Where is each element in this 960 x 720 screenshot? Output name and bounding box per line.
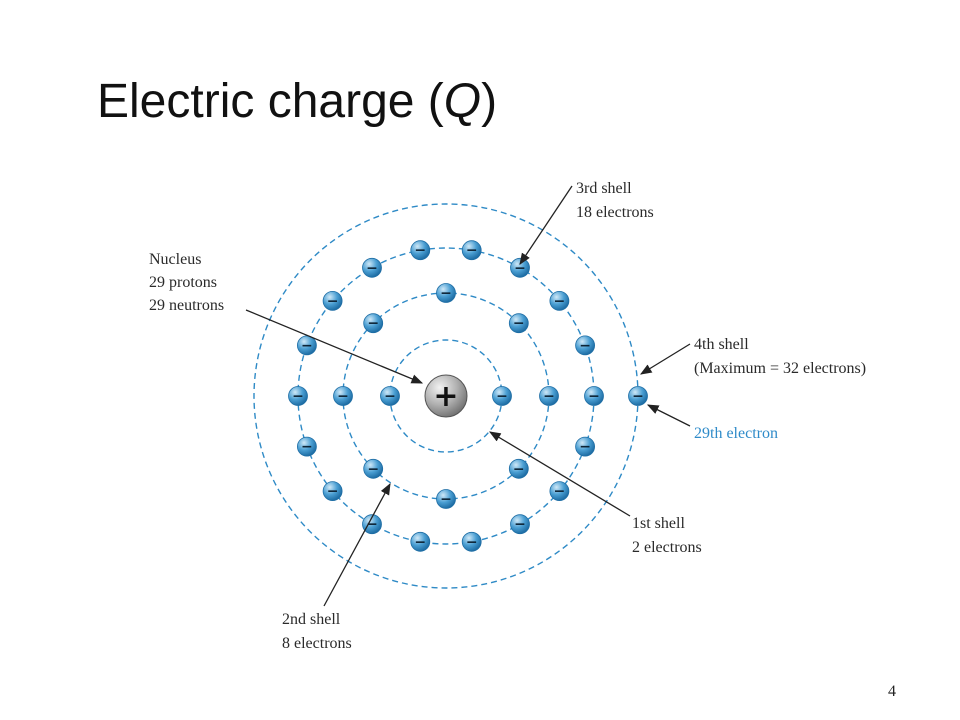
arrow-shell3 xyxy=(519,185,573,265)
svg-text:−: − xyxy=(327,293,339,309)
electron: − xyxy=(436,489,456,509)
title-close: ) xyxy=(481,75,498,128)
electron: − xyxy=(575,436,595,457)
svg-text:−: − xyxy=(588,389,600,405)
label-shell4-line1: 4th shell xyxy=(694,336,749,353)
electron: − xyxy=(362,514,382,535)
electron: − xyxy=(333,386,353,406)
svg-text:−: − xyxy=(367,316,379,332)
svg-text:−: − xyxy=(632,389,644,405)
label-nucleus-line1: Nucleus xyxy=(149,251,201,268)
electron: − xyxy=(575,335,595,356)
label-nucleus-line3: 29 neutrons xyxy=(149,297,224,314)
electron: − xyxy=(549,481,570,502)
title-symbol: Q xyxy=(443,75,482,128)
svg-text:−: − xyxy=(554,484,566,500)
label-29th-electron: 29th electron xyxy=(694,425,778,442)
electron: − xyxy=(288,386,308,406)
label-shell3: 3rd shell 18 electrons xyxy=(576,180,654,221)
electron: − xyxy=(322,290,343,311)
electron: − xyxy=(628,386,648,406)
electron: − xyxy=(410,531,431,552)
svg-text:−: − xyxy=(579,338,591,354)
label-shell4: 4th shell (Maximum = 32 electrons) xyxy=(694,336,866,377)
electron: − xyxy=(322,481,343,502)
arrow-shell2 xyxy=(323,482,391,607)
arrow-29th-electron xyxy=(646,404,691,427)
nucleus: + xyxy=(424,374,468,418)
label-shell1: 1st shell 2 electrons xyxy=(632,515,702,556)
label-shell3-line1: 3rd shell xyxy=(576,180,632,197)
nucleus-plus-sign: + xyxy=(433,379,458,414)
label-29th-electron-text: 29th electron xyxy=(694,425,778,442)
electrons: − − − − − − − − − − − − − − − − − − − − − − − − − − − − − xyxy=(288,240,648,552)
arrow-shell4 xyxy=(640,343,691,375)
svg-text:−: − xyxy=(579,439,591,455)
label-shell2: 2nd shell 8 electrons xyxy=(282,611,352,652)
svg-text:−: − xyxy=(367,461,379,477)
svg-text:−: − xyxy=(301,338,313,354)
svg-text:−: − xyxy=(496,389,508,405)
electron: − xyxy=(410,240,431,261)
svg-text:−: − xyxy=(414,534,426,550)
svg-text:−: − xyxy=(514,517,526,533)
svg-text:−: − xyxy=(366,517,378,533)
electron: − xyxy=(296,335,317,356)
svg-text:−: − xyxy=(466,243,478,259)
label-shell2-line2: 8 electrons xyxy=(282,635,352,652)
pointer-arrows xyxy=(245,185,691,607)
label-nucleus: Nucleus 29 protons 29 neutrons xyxy=(149,251,224,314)
svg-text:−: − xyxy=(440,492,452,508)
electron: − xyxy=(510,514,530,535)
electron: − xyxy=(539,386,559,406)
electron: − xyxy=(363,458,384,479)
electron: − xyxy=(510,257,530,278)
svg-text:−: − xyxy=(543,389,555,405)
electron: − xyxy=(436,283,456,303)
electron: − xyxy=(461,531,482,552)
electron: − xyxy=(492,386,512,406)
label-shell4-line2: (Maximum = 32 electrons) xyxy=(694,360,866,377)
label-shell2-line1: 2nd shell xyxy=(282,611,341,628)
svg-text:−: − xyxy=(292,389,304,405)
arrow-shell1 xyxy=(488,431,631,517)
electron: − xyxy=(296,436,317,457)
label-shell1-line2: 2 electrons xyxy=(632,539,702,556)
electron: − xyxy=(363,313,384,334)
label-nucleus-line2: 29 protons xyxy=(149,274,217,291)
svg-text:−: − xyxy=(301,439,313,455)
electron: − xyxy=(380,386,400,406)
electron: − xyxy=(584,386,604,406)
arrow-nucleus xyxy=(245,309,424,384)
svg-text:−: − xyxy=(554,293,566,309)
svg-text:−: − xyxy=(366,260,378,276)
electron: − xyxy=(461,240,482,261)
svg-text:−: − xyxy=(414,243,426,259)
svg-text:−: − xyxy=(513,461,525,477)
svg-text:−: − xyxy=(440,286,452,302)
svg-text:−: − xyxy=(384,389,396,405)
label-shell1-line1: 1st shell xyxy=(632,515,685,532)
label-shell3-line2: 18 electrons xyxy=(576,204,654,221)
svg-text:−: − xyxy=(466,534,478,550)
svg-text:−: − xyxy=(327,484,339,500)
electron: − xyxy=(508,458,529,479)
electron: − xyxy=(549,290,570,311)
svg-text:−: − xyxy=(513,316,525,332)
electron: − xyxy=(508,313,529,334)
svg-text:−: − xyxy=(337,389,349,405)
svg-text:−: − xyxy=(514,260,526,276)
slide-title: Electric charge (Q) xyxy=(97,78,497,126)
title-text: Electric charge ( xyxy=(97,75,444,128)
page-number: 4 xyxy=(888,683,896,700)
electron: − xyxy=(362,257,382,278)
